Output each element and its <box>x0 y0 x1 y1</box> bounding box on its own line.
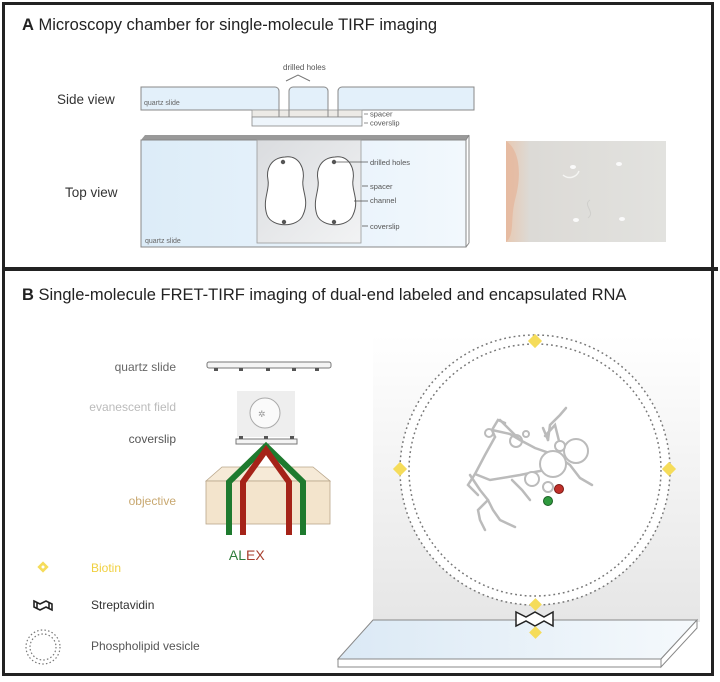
legend: Biotin Streptavidin Phospholipid vesicle <box>25 561 200 665</box>
legend-item-vesicle: Phospholipid vesicle <box>25 629 200 665</box>
panel-a-title-text: Microscopy chamber for single-molecule T… <box>38 16 438 34</box>
panel-b-title: B Single-molecule FRET-TIRF imaging of d… <box>22 286 626 305</box>
side-coverslip-label: coverslip <box>370 119 400 128</box>
side-holes-label: drilled holes <box>283 63 326 72</box>
acceptor-dye-icon <box>554 484 564 494</box>
figure-frame <box>2 2 714 676</box>
channel-right <box>314 156 357 226</box>
side-slide-middle <box>288 86 329 111</box>
label-objective: objective <box>129 494 177 508</box>
channel-left <box>264 156 307 226</box>
panel-b-letter: B <box>22 286 34 304</box>
top-slide-edge <box>141 135 469 140</box>
side-slide-right <box>337 86 475 111</box>
red-laser-beam <box>240 444 292 535</box>
side-view-label: Side view <box>57 92 115 107</box>
top-channel-label: channel <box>370 196 397 205</box>
hole-icon <box>280 159 286 165</box>
alex-label-red: EX <box>246 547 265 563</box>
hole-icon <box>331 219 337 225</box>
top-view-label: Top view <box>65 185 118 200</box>
top-slide-label: quartz slide <box>145 238 181 245</box>
streptavidin-icon <box>515 610 554 628</box>
panel-b-title-text: Single-molecule FRET-TIRF imaging of dua… <box>38 286 627 304</box>
legend-label-vesicle: Phospholipid vesicle <box>91 639 200 653</box>
biotin-diamond-icon <box>661 461 677 477</box>
biotin-diamond-icon <box>392 461 408 477</box>
legend-label-streptavidin: Streptavidin <box>91 598 154 612</box>
hole-icon <box>281 219 287 225</box>
legend-label-biotin: Biotin <box>91 561 121 575</box>
setup-quartz-slide <box>206 361 332 369</box>
alex-label-green: AL <box>229 547 246 563</box>
panel-a-title: A Microscopy chamber for single-molecule… <box>22 16 437 35</box>
label-coverslip: coverslip <box>129 432 177 446</box>
top-coverslip-label: coverslip <box>370 222 400 231</box>
side-slide-label: quartz slide <box>144 100 180 107</box>
photo-image <box>506 141 666 242</box>
side-slide-left <box>140 86 280 111</box>
label-quartz-slide: quartz slide <box>115 360 177 374</box>
vesicle-icon <box>25 629 61 665</box>
vesicle-inner-leaflet <box>408 343 662 597</box>
legend-item-streptavidin: Streptavidin <box>33 598 154 612</box>
objective-body <box>205 480 331 525</box>
top-view-diagram: Top view quartz slide drilled holes spac… <box>65 134 470 248</box>
legend-item-biotin: Biotin <box>37 561 121 575</box>
streptavidin-icon <box>33 599 53 612</box>
surface-slide-side <box>660 618 698 669</box>
donor-dye-icon <box>543 496 553 506</box>
encapsulated-rna-diagram <box>336 333 700 669</box>
side-view-diagram: Side view drilled holes quartz slide spa… <box>57 63 475 128</box>
label-evanescent-field: evanescent field <box>89 400 176 414</box>
surface-slide-front <box>337 658 662 668</box>
holes-caret <box>285 74 311 82</box>
panel-divider <box>2 267 718 271</box>
setup-vesicle <box>249 397 281 429</box>
biotin-diamond-icon <box>527 333 543 349</box>
side-spacer-label: spacer <box>370 110 393 119</box>
side-coverslip <box>251 116 363 127</box>
tirf-setup-diagram: quartz slide evanescent field coverslip … <box>89 360 332 563</box>
hole-icon <box>331 159 337 165</box>
chamber-photo <box>506 141 666 242</box>
objective-top <box>204 466 332 482</box>
panel-a-letter: A <box>22 16 34 34</box>
top-spacer-label: spacer <box>370 182 393 191</box>
side-spacer <box>251 109 363 118</box>
svg-text:✲: ✲ <box>258 409 266 419</box>
top-holes-label: drilled holes <box>370 158 410 167</box>
